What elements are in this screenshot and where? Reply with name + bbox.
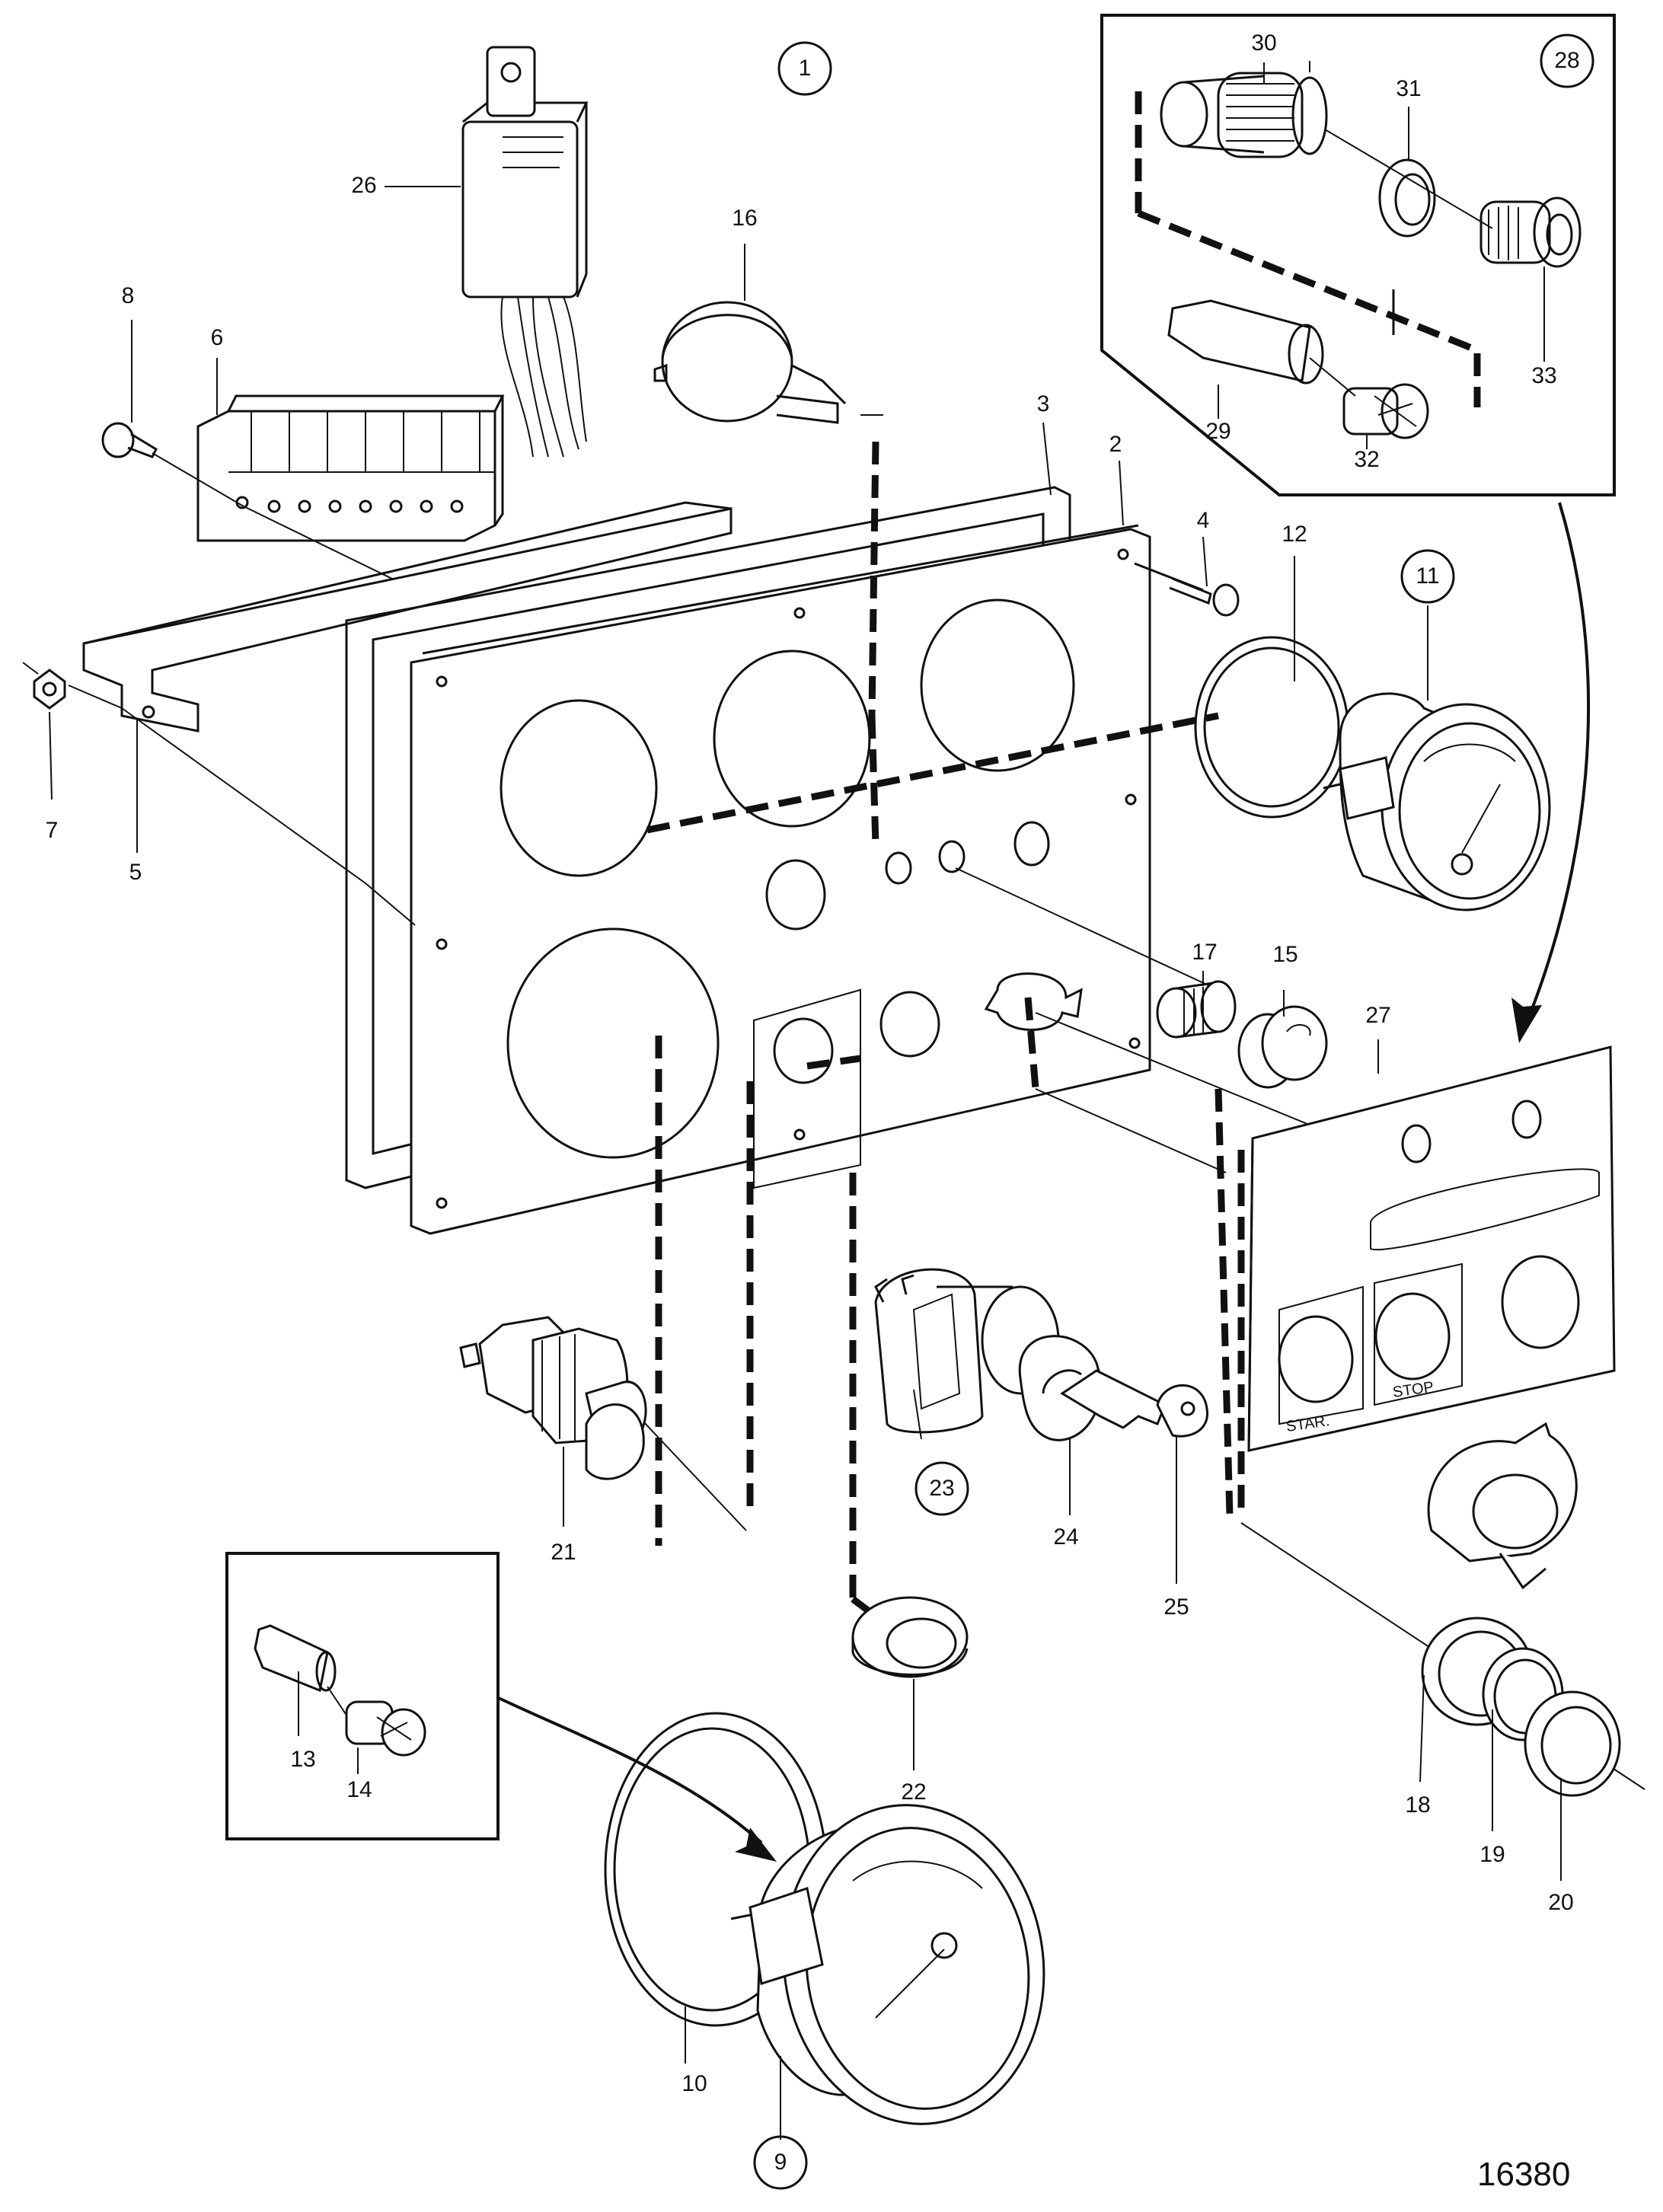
- callout-11: 11: [1416, 563, 1439, 589]
- screw-4: [1134, 562, 1240, 617]
- figure-number: 16380: [1477, 2156, 1570, 2193]
- callout-1: 1: [799, 56, 812, 81]
- callout-14: 14: [346, 1777, 372, 1802]
- callout-21: 21: [551, 1540, 576, 1565]
- lens-22: [851, 1596, 969, 1678]
- callout-9: 9: [774, 2150, 787, 2175]
- panel-plate-2: [410, 524, 1151, 1235]
- callout-16: 16: [732, 206, 757, 231]
- callout-8: 8: [122, 283, 135, 308]
- terminal-block-6: [196, 394, 505, 542]
- callout-24: 24: [1053, 1524, 1078, 1550]
- callout-5: 5: [129, 860, 142, 885]
- gauge-9: [604, 1712, 1045, 2125]
- callout-23: 23: [929, 1476, 954, 1501]
- callout-7: 7: [46, 818, 59, 843]
- push-switch-21: [459, 1316, 647, 1480]
- callout-20: 20: [1548, 1890, 1573, 1915]
- bulb-holder-17: [1156, 980, 1237, 1039]
- callout-6: 6: [211, 325, 224, 350]
- screw-8: [101, 422, 244, 507]
- callout-3: 3: [1037, 391, 1050, 417]
- callout-31: 31: [1396, 76, 1421, 101]
- switch-panel-27: STAR. STOP: [1247, 1045, 1616, 1452]
- relay-26: [461, 46, 589, 458]
- inset-bulb-13-14: [225, 1552, 500, 1840]
- callout-30: 30: [1251, 30, 1276, 56]
- control-16: [653, 301, 847, 424]
- callout-33: 33: [1531, 363, 1556, 388]
- callout-27: 27: [1365, 1003, 1390, 1028]
- lens-15: [1237, 1005, 1328, 1089]
- callout-4: 4: [1197, 508, 1210, 533]
- callout-10: 10: [681, 2071, 707, 2096]
- callout-18: 18: [1405, 1792, 1430, 1818]
- bracket-5: [68, 501, 733, 733]
- callout-2: 2: [1109, 432, 1122, 457]
- callout-17: 17: [1192, 940, 1217, 965]
- ring-20: [1524, 1690, 1621, 1797]
- callout-26: 26: [351, 173, 376, 198]
- callout-22: 22: [901, 1779, 926, 1805]
- gauge-11: [1194, 636, 1551, 911]
- inset-28-fuse-holder: [1100, 14, 1616, 496]
- callout-25: 25: [1163, 1594, 1189, 1620]
- callout-19: 19: [1479, 1842, 1505, 1867]
- callout-13: 13: [290, 1747, 315, 1772]
- callout-29: 29: [1205, 419, 1230, 444]
- callout-15: 15: [1272, 942, 1298, 967]
- nut-7: [22, 662, 66, 710]
- callout-12: 12: [1282, 522, 1307, 547]
- key-25: [1060, 1369, 1208, 1438]
- callout-32: 32: [1354, 447, 1379, 472]
- callout-28: 28: [1554, 48, 1579, 73]
